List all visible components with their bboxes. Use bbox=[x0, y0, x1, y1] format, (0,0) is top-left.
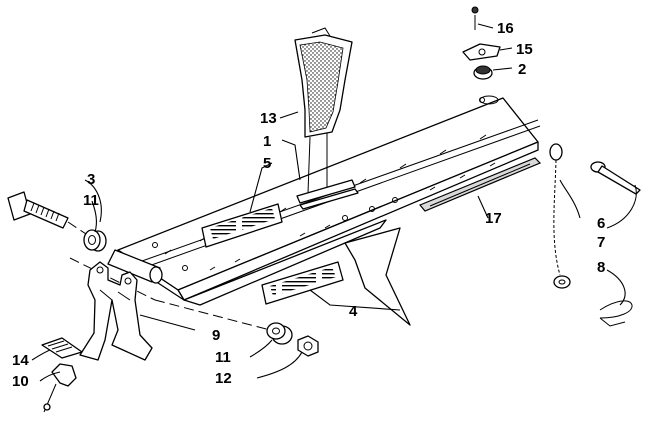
callout-15: 15 bbox=[516, 41, 533, 58]
callout-10: 10 bbox=[12, 373, 29, 390]
callout-9: 9 bbox=[212, 327, 220, 344]
callout-3: 3 bbox=[87, 171, 95, 188]
mount-bracket bbox=[69, 257, 271, 361]
callout-2: 2 bbox=[518, 61, 526, 78]
callout-12: 12 bbox=[215, 370, 232, 387]
decal-4 bbox=[261, 261, 344, 305]
bushing-left bbox=[83, 229, 163, 284]
strip-decal bbox=[419, 157, 542, 212]
callout-8: 8 bbox=[597, 259, 605, 276]
leader-lines bbox=[31, 23, 637, 382]
callout-6: 6 bbox=[597, 215, 605, 232]
decal-5 bbox=[201, 203, 283, 248]
callout-labels: 1 2 3 4 5 6 7 8 9 10 11 11 12 13 14 15 1… bbox=[12, 20, 605, 390]
callout-5: 5 bbox=[263, 155, 271, 172]
tether-cable bbox=[549, 143, 571, 289]
nut bbox=[297, 335, 319, 357]
callout-11-left: 11 bbox=[83, 192, 99, 209]
strap bbox=[41, 337, 83, 359]
bushing-lower bbox=[266, 322, 293, 345]
callout-1: 1 bbox=[263, 133, 271, 150]
brace bbox=[344, 227, 411, 326]
callout-4: 4 bbox=[349, 303, 358, 320]
callout-11-lower: 11 bbox=[215, 349, 231, 366]
pin bbox=[590, 161, 641, 195]
callout-13: 13 bbox=[260, 110, 277, 127]
foot-pad bbox=[294, 27, 359, 210]
bolt bbox=[7, 191, 93, 239]
callout-16: 16 bbox=[497, 20, 514, 37]
rivet-knob bbox=[43, 363, 77, 413]
top-hardware bbox=[462, 6, 501, 80]
callout-17: 17 bbox=[485, 210, 502, 227]
callout-14: 14 bbox=[12, 352, 29, 369]
callout-7: 7 bbox=[597, 234, 605, 251]
hair-pin-clip bbox=[599, 300, 633, 327]
